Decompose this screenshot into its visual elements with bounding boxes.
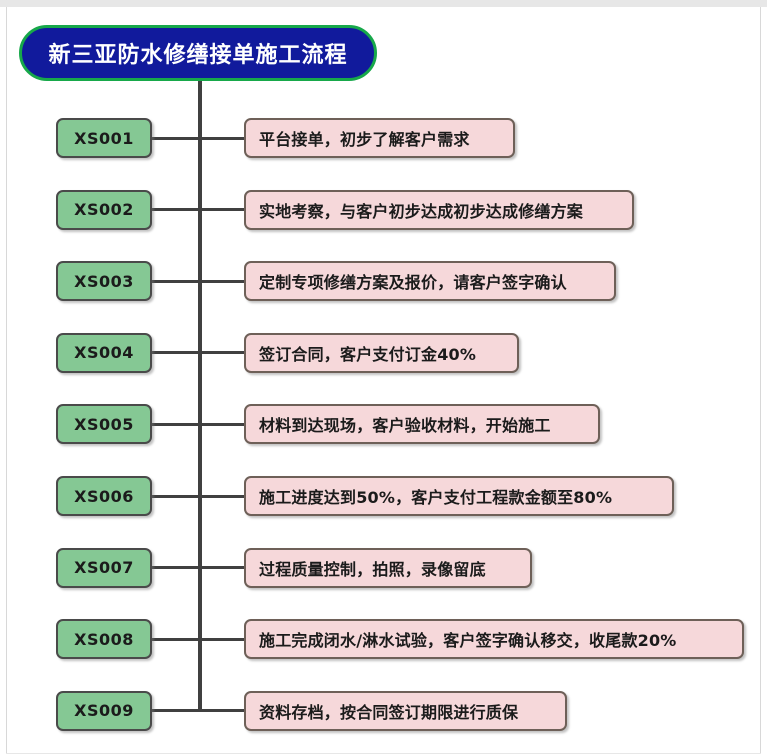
code-node-label: XS003 [74, 271, 134, 291]
code-node-label: XS009 [74, 701, 134, 721]
code-node-xs007[interactable]: XS007 [56, 547, 152, 588]
step-node-xs001[interactable]: 平台接单，初步了解客户需求 [244, 118, 515, 158]
step-node-xs002[interactable]: 实地考察，与客户初步达成初步达成修缮方案 [244, 189, 634, 230]
step-node-xs007[interactable]: 过程质量控制，拍照，录像留底 [244, 547, 532, 588]
code-node-xs002[interactable]: XS002 [56, 189, 152, 230]
canvas-frame-top [0, 0, 767, 7]
step-node-xs005[interactable]: 材料到达现场，客户验收材料，开始施工 [244, 404, 600, 445]
code-node-xs008[interactable]: XS008 [56, 619, 152, 660]
step-node-xs004[interactable]: 签订合同，客户支付订金40% [244, 332, 519, 373]
rung-connector [152, 494, 244, 498]
vertical-trunk-connector [198, 81, 202, 711]
rung-connector [152, 566, 244, 570]
rung-connector [152, 208, 244, 212]
code-node-xs003[interactable]: XS003 [56, 261, 152, 302]
rung-connector [152, 351, 244, 355]
code-node-xs004[interactable]: XS004 [56, 332, 152, 373]
code-node-xs009[interactable]: XS009 [56, 690, 152, 731]
step-node-label: 实地考察，与客户初步达成初步达成修缮方案 [259, 201, 584, 221]
canvas-frame-left [6, 7, 7, 754]
step-node-xs006[interactable]: 施工进度达到50%，客户支付工程款金额至80% [244, 476, 674, 516]
code-node-label: XS005 [74, 414, 134, 434]
flowchart-title-node[interactable]: 新三亚防水修缮接单施工流程 [19, 25, 377, 81]
rung-connector [152, 136, 244, 140]
step-node-label: 材料到达现场，客户验收材料，开始施工 [259, 416, 551, 436]
step-node-label: 签订合同，客户支付订金40% [259, 344, 477, 364]
step-node-xs003[interactable]: 定制专项修缮方案及报价，请客户签字确认 [244, 261, 616, 302]
step-node-label: 资料存档，按合同签订期限进行质保 [259, 702, 519, 722]
rung-connector [152, 279, 244, 283]
step-node-label: 定制专项修缮方案及报价，请客户签字确认 [259, 273, 567, 293]
step-node-label: 过程质量控制，拍照，录像留底 [259, 559, 486, 579]
code-node-label: XS007 [74, 558, 134, 578]
flowchart-title-text: 新三亚防水修缮接单施工流程 [48, 43, 348, 68]
code-node-xs005[interactable]: XS005 [56, 404, 152, 445]
step-node-xs008[interactable]: 施工完成闭水/淋水试验，客户签字确认移交，收尾款20% [244, 619, 744, 660]
code-node-label: XS004 [74, 343, 134, 363]
step-node-label: 平台接单，初步了解客户需求 [259, 130, 470, 149]
code-node-xs006[interactable]: XS006 [56, 476, 152, 516]
canvas-frame-right [760, 7, 761, 754]
rung-connector [152, 709, 244, 713]
code-node-xs001[interactable]: XS001 [56, 118, 152, 158]
step-node-xs009[interactable]: 资料存档，按合同签订期限进行质保 [244, 690, 567, 731]
code-node-label: XS006 [74, 486, 134, 506]
code-node-label: XS002 [74, 200, 134, 220]
code-node-label: XS008 [74, 629, 134, 649]
code-node-label: XS001 [74, 128, 134, 148]
step-node-label: 施工完成闭水/淋水试验，客户签字确认移交，收尾款20% [259, 631, 677, 651]
rung-connector [152, 422, 244, 426]
rung-connector [152, 637, 244, 641]
step-node-label: 施工进度达到50%，客户支付工程款金额至80% [259, 488, 613, 507]
